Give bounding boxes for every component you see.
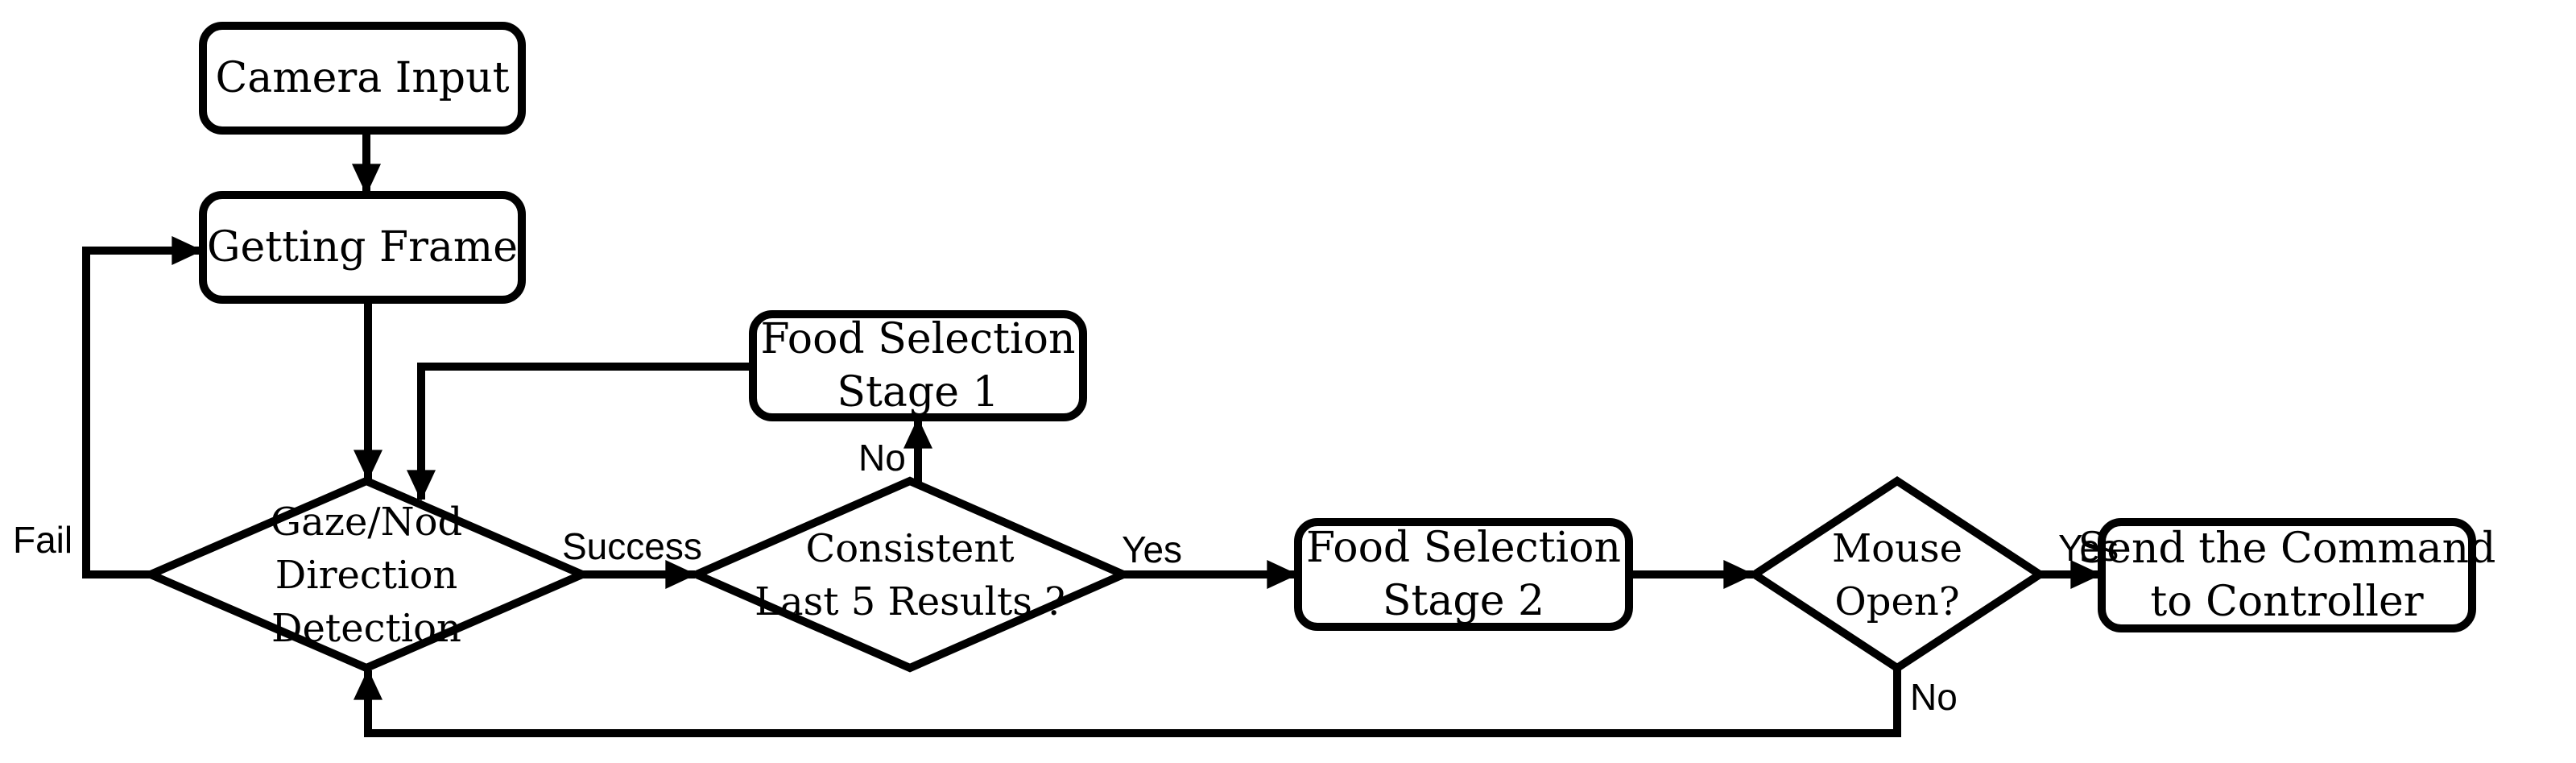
label-yes-mouse: Yes xyxy=(2058,527,2119,569)
send-command-shape xyxy=(2098,518,2476,632)
label-success: Success xyxy=(562,525,702,567)
label-fail: Fail xyxy=(13,519,72,561)
food-selection-stage-2-shape xyxy=(1294,518,1633,631)
mouse-open-shape xyxy=(1747,476,2048,673)
edge-no-loop-to-gaze xyxy=(354,667,1901,737)
getting-frame-shape xyxy=(199,191,526,304)
edge-stage1-loop-to-gaze xyxy=(407,363,753,501)
getting-frame-label: Getting Frame xyxy=(207,223,518,272)
label-no-mouse: No xyxy=(1910,676,1958,718)
gaze-nod-detection-shape xyxy=(140,476,593,673)
camera-input-label: Camera Input xyxy=(216,54,510,102)
node-camera-input: Camera Input xyxy=(199,22,526,135)
edges-layer xyxy=(82,131,2102,737)
edge-fail-loop xyxy=(82,236,203,578)
camera-input-shape xyxy=(199,22,526,135)
label-yes-consistent: Yes xyxy=(1122,529,1182,570)
node-getting-frame: Getting Frame xyxy=(199,191,526,304)
label-no-consistent: No xyxy=(858,437,906,479)
food-selection-stage-1-shape xyxy=(749,310,1087,421)
consistent-last-5-shape xyxy=(686,476,1134,673)
